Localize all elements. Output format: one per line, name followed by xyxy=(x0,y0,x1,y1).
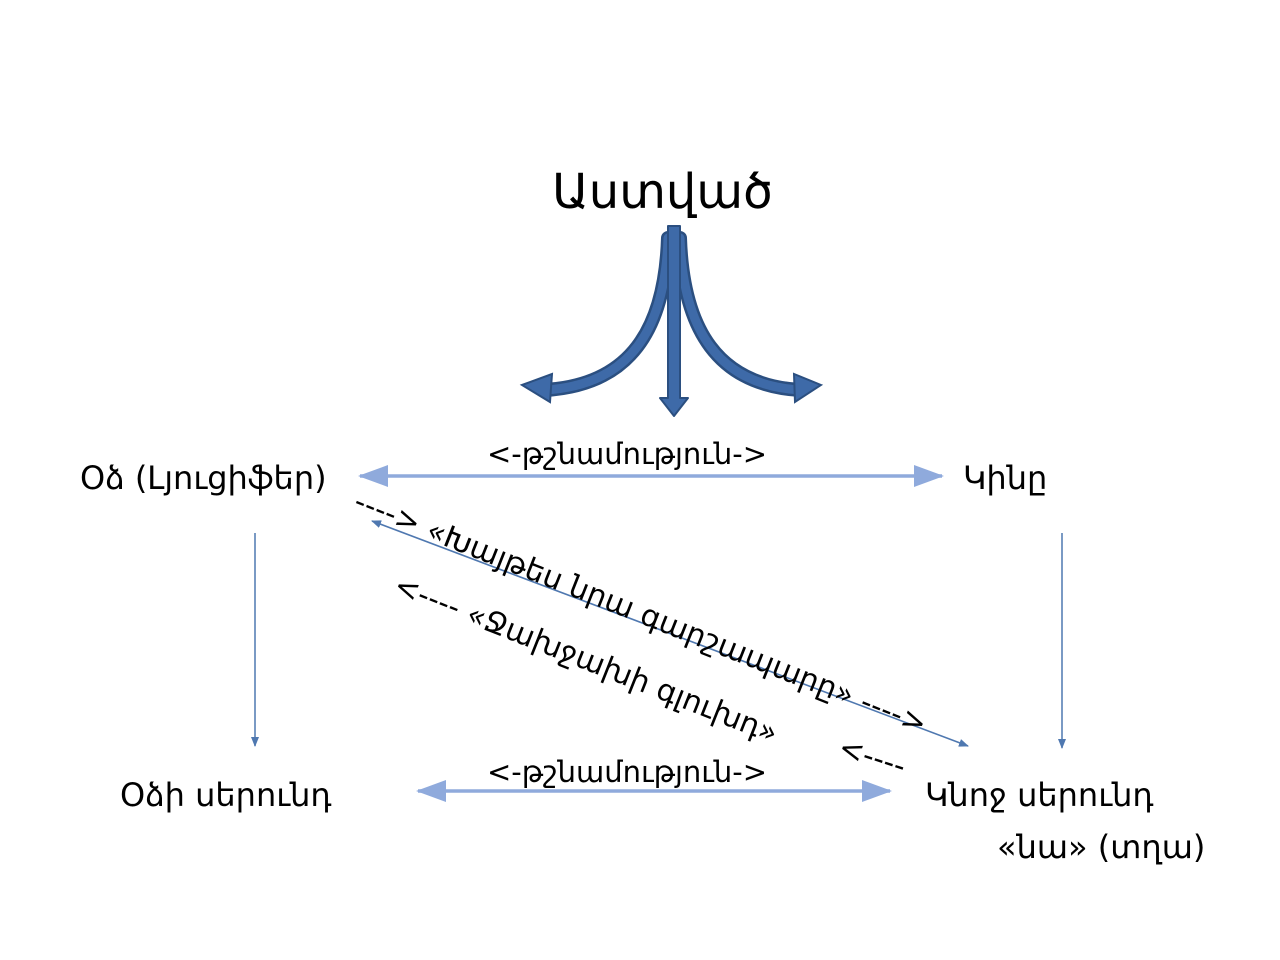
straight-arrow-down xyxy=(659,225,689,417)
serpent-label: Օձ (Լյուցիֆեր) xyxy=(80,459,327,497)
diagonal-arrow xyxy=(371,520,969,747)
serpent-seed-label: Օձի սերունդ xyxy=(120,776,332,814)
enmity-label-top: <-թշնամություն-> xyxy=(487,437,768,471)
enmity-label-bottom: <-թշնամություն-> xyxy=(487,755,768,789)
woman-seed-sublabel: «նա» (տղա) xyxy=(997,828,1206,866)
god-label: Աստված xyxy=(552,164,773,220)
woman-label: Կինը xyxy=(963,459,1048,497)
divine-judgment-arrow xyxy=(519,225,824,417)
curved-arrow-right xyxy=(673,231,807,397)
arrowhead-left xyxy=(519,372,554,404)
arrowhead-right xyxy=(792,372,824,404)
curved-arrow-left xyxy=(538,231,675,397)
woman-seed-label: Կնոջ սերունդ xyxy=(925,776,1154,814)
